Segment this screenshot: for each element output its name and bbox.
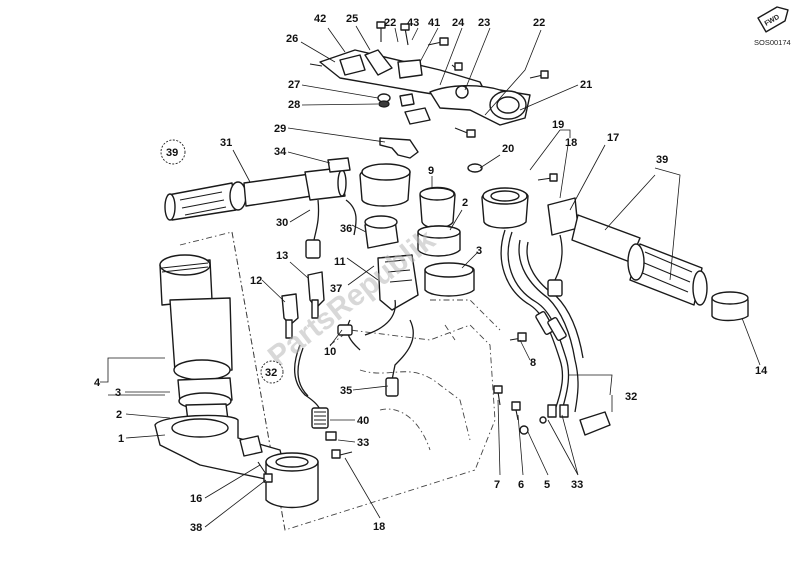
- wiring-and-cables: [293, 299, 414, 429]
- small-fasteners: [325, 332, 547, 441]
- callout-29: 29: [274, 123, 286, 135]
- callout-30: 30: [276, 217, 288, 229]
- left-handlebar: [164, 157, 411, 259]
- callout-21: 21: [580, 79, 592, 91]
- callout-22b: 22: [533, 17, 545, 29]
- callout-1: 1: [118, 433, 124, 445]
- callout-22: 22: [384, 17, 396, 29]
- callout-38: 38: [190, 522, 202, 534]
- callout-25: 25: [346, 13, 358, 25]
- callout-18: 18: [565, 137, 577, 149]
- upper-triple-clamp: [429, 85, 531, 126]
- callout-6: 6: [518, 479, 524, 491]
- callout-28: 28: [288, 99, 300, 111]
- callout-18b: 18: [373, 521, 385, 533]
- ignition-switch-parts: [364, 186, 475, 311]
- callout-3b: 3: [115, 387, 121, 399]
- callout-17: 17: [607, 132, 619, 144]
- callout-32-circled: 32: [265, 367, 277, 379]
- callout-labels: 42 25 43 22 41 24 23 22 26 27 28 21 29 3…: [94, 13, 768, 534]
- callout-3: 3: [476, 245, 482, 257]
- top-bolts: [376, 21, 549, 138]
- ignition-keys: [281, 271, 325, 339]
- callout-5: 5: [544, 479, 550, 491]
- callout-11: 11: [334, 256, 346, 268]
- right-handlebar: [467, 163, 749, 322]
- callout-2: 2: [462, 197, 468, 209]
- callout-2b: 2: [116, 409, 122, 421]
- callout-26: 26: [286, 33, 298, 45]
- callout-9: 9: [428, 165, 434, 177]
- callout-8: 8: [530, 357, 536, 369]
- callout-31: 31: [220, 137, 232, 149]
- callout-14: 14: [755, 365, 768, 377]
- callout-43: 43: [407, 17, 419, 29]
- callout-19: 19: [552, 119, 564, 131]
- callout-37: 37: [330, 283, 342, 295]
- callout-24: 24: [452, 17, 465, 29]
- callout-42: 42: [314, 13, 326, 25]
- reference-code: SOS00174: [754, 38, 791, 47]
- callout-41: 41: [428, 17, 440, 29]
- callout-32: 32: [625, 391, 637, 403]
- callout-40: 40: [357, 415, 369, 427]
- callout-23: 23: [478, 17, 490, 29]
- callout-16: 16: [190, 493, 202, 505]
- callout-20: 20: [502, 143, 514, 155]
- callout-33b: 33: [571, 479, 583, 491]
- callout-12: 12: [250, 275, 262, 287]
- callout-10: 10: [324, 346, 336, 358]
- frame-phantom-lines: [179, 231, 501, 531]
- fork-assembly: [154, 254, 353, 509]
- callout-34: 34: [274, 146, 287, 158]
- callout-4: 4: [94, 377, 101, 389]
- callout-36: 36: [340, 223, 352, 235]
- bracket-29: [379, 137, 419, 159]
- callout-7: 7: [494, 479, 500, 491]
- callout-39-circled: 39: [166, 147, 178, 159]
- callout-35: 35: [340, 385, 352, 397]
- callout-39: 39: [656, 154, 668, 166]
- callout-27: 27: [288, 79, 300, 91]
- callout-33: 33: [357, 437, 369, 449]
- leader-lines: [100, 25, 761, 528]
- callout-13: 13: [276, 250, 288, 262]
- fwd-badge: FWD: [757, 6, 789, 33]
